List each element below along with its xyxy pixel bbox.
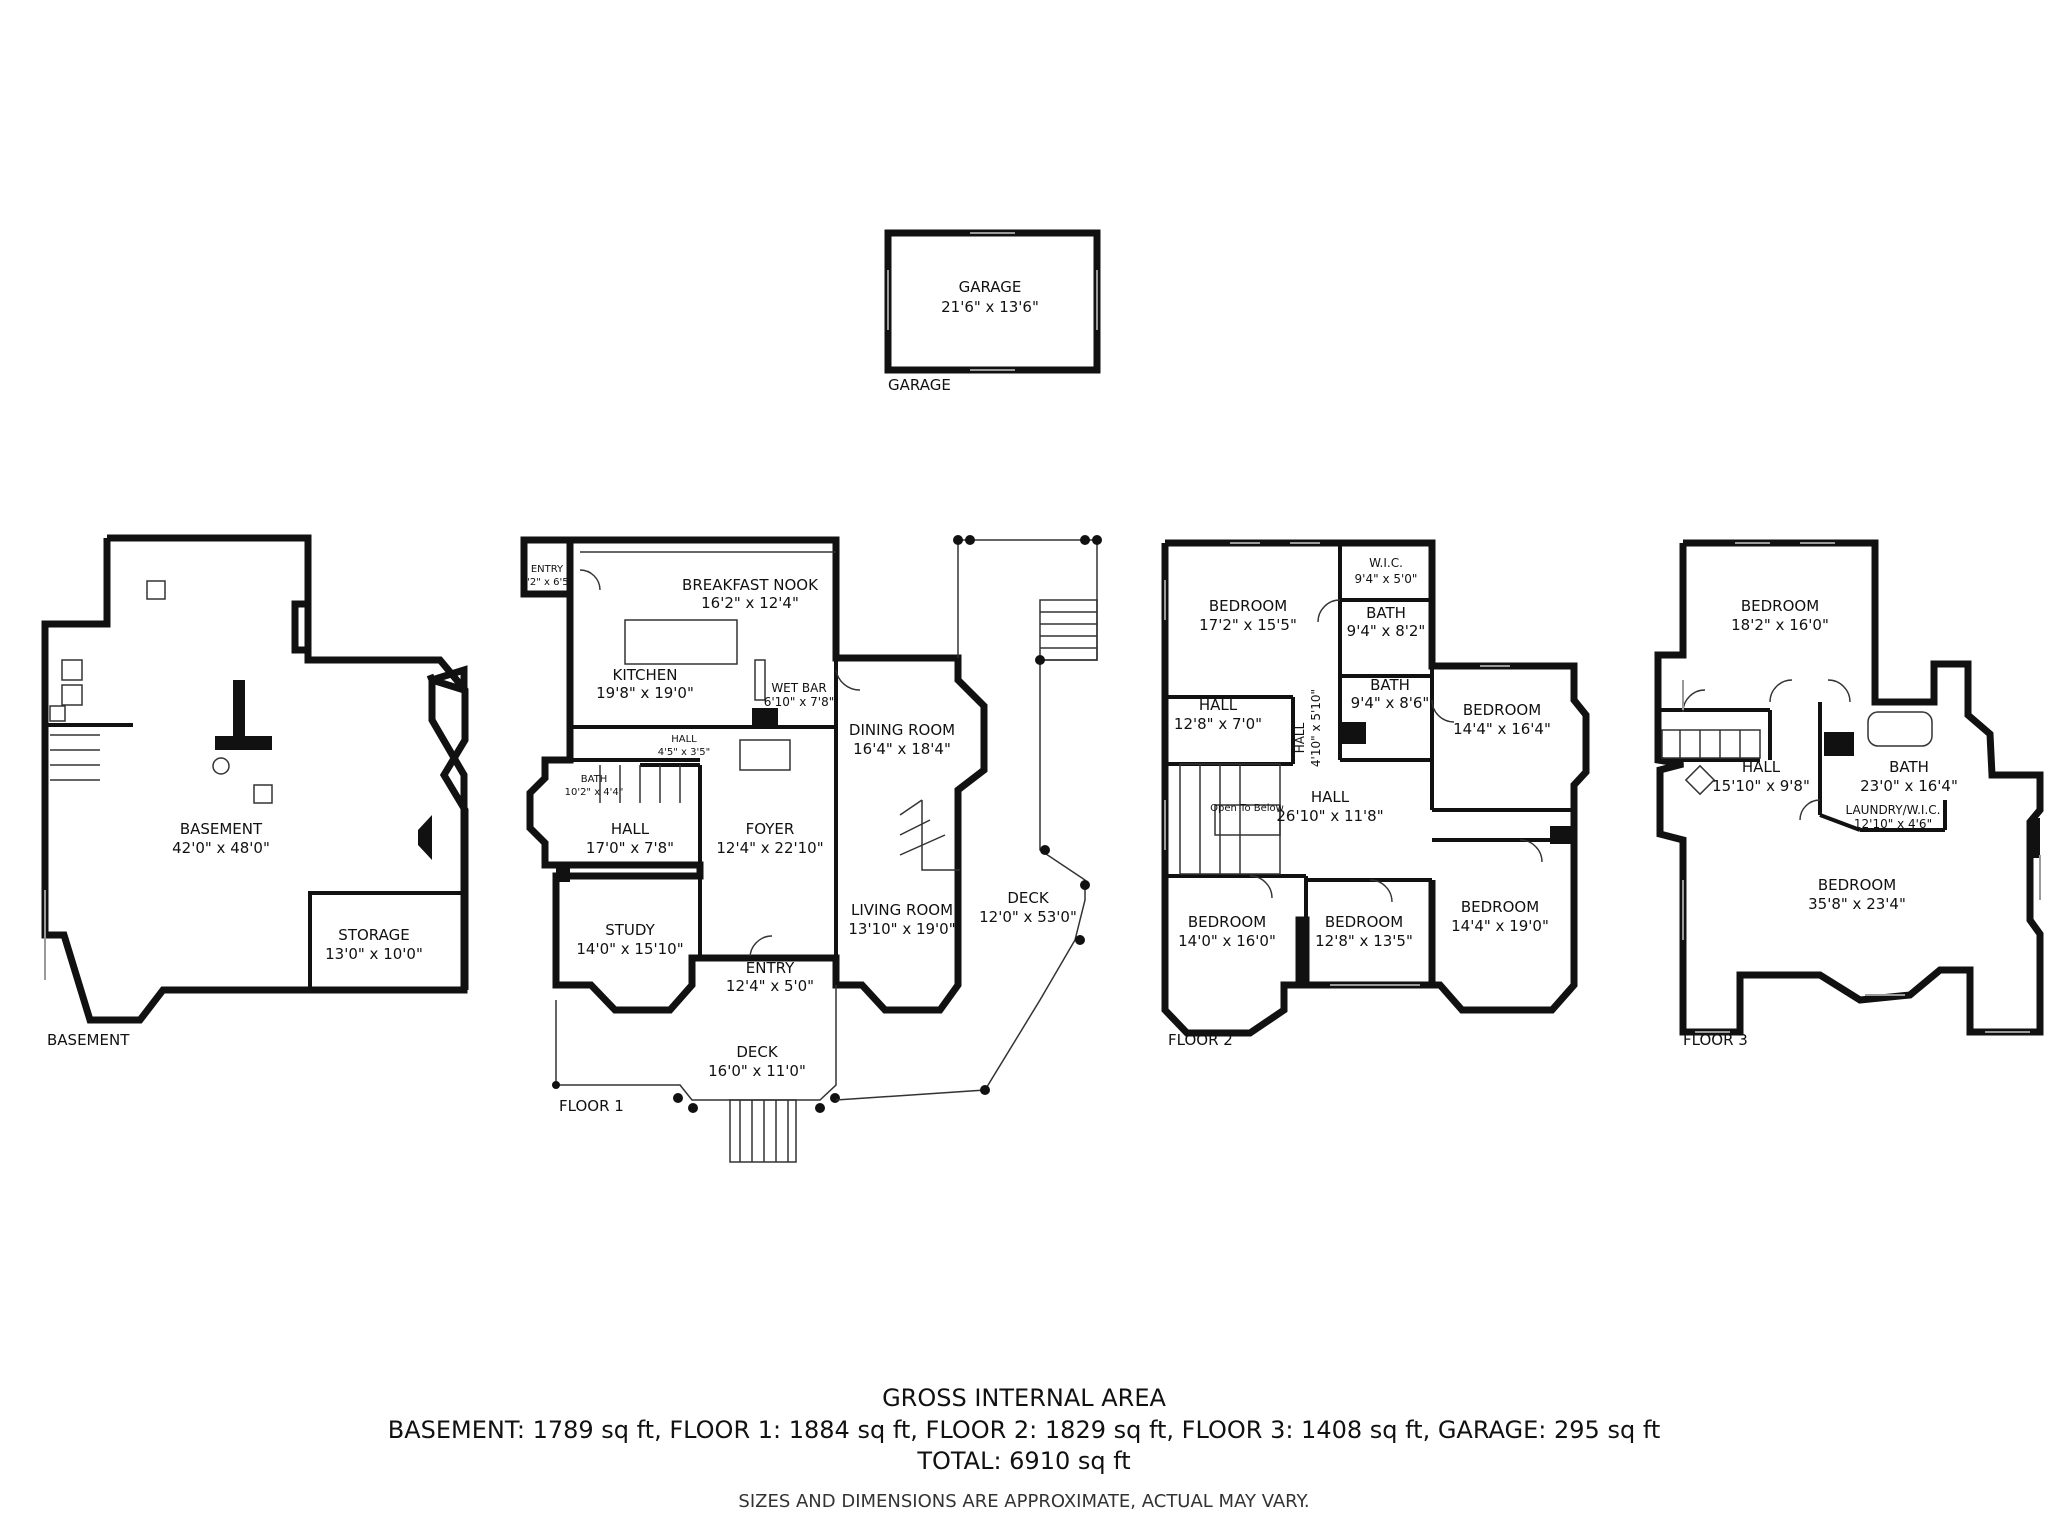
- floor1-plan: ENTRY 5'2" x 6'5" BREAKFAST NOOK 16'2" x…: [520, 535, 1102, 1163]
- garage-plan: GARAGE 21'6" x 13'6" GARAGE: [884, 229, 1101, 394]
- f2-hall-dim: 26'10" x 11'8": [1276, 807, 1383, 825]
- floor2-label: FLOOR 2: [1168, 1031, 1233, 1049]
- f2-bedroom-se-name: BEDROOM: [1461, 898, 1539, 916]
- wet-bar-name: WET BAR: [771, 681, 826, 695]
- f1-hall-small-dim: 4'5" x 3'5": [658, 747, 710, 758]
- f3-bedroom-main-name: BEDROOM: [1818, 876, 1896, 894]
- deck-side-name: DECK: [1007, 889, 1050, 907]
- foyer-name: FOYER: [746, 820, 795, 838]
- basement-plan: BASEMENT 42'0" x 48'0" STORAGE 13'0" x 1…: [41, 534, 469, 1049]
- gross-area-title: GROSS INTERNAL AREA: [882, 1384, 1166, 1412]
- f2-hall-w-name: HALL: [1199, 696, 1238, 714]
- f1-entry-small-dim: 5'2" x 6'5": [521, 577, 573, 588]
- f2-bath-2-name: BATH: [1370, 676, 1410, 694]
- f2-bedroom-e-dim: 14'4" x 16'4": [1453, 720, 1551, 738]
- basement-floor-label: BASEMENT: [47, 1031, 130, 1049]
- study-dim: 14'0" x 15'10": [576, 940, 683, 958]
- f3-hall-dim: 15'10" x 9'8": [1712, 777, 1810, 795]
- dining-room-name: DINING ROOM: [849, 721, 955, 739]
- floor2-plan: BEDROOM 17'2" x 15'5" W.I.C. 9'4" x 5'0"…: [1161, 539, 1590, 1049]
- f1-entry-dim: 12'4" x 5'0": [726, 977, 814, 995]
- f2-hall-name: HALL: [1311, 788, 1350, 806]
- f3-bedroom-n-name: BEDROOM: [1741, 597, 1819, 615]
- gross-area-breakdown: BASEMENT: 1789 sq ft, FLOOR 1: 1884 sq f…: [387, 1416, 1661, 1444]
- floor1-label: FLOOR 1: [559, 1097, 624, 1115]
- f2-bedroom-sw-dim: 14'0" x 16'0": [1178, 932, 1276, 950]
- f2-wic-name: W.I.C.: [1369, 556, 1403, 570]
- living-room-dim: 13'10" x 19'0": [848, 920, 955, 938]
- f2-hall-v-dim: 4'10" x 5'10": [1309, 689, 1323, 767]
- breakfast-nook-dim: 16'2" x 12'4": [701, 594, 799, 612]
- f2-wic-dim: 9'4" x 5'0": [1355, 572, 1418, 586]
- f1-bath-name: BATH: [581, 774, 608, 785]
- f2-hall-v-name: HALL: [1293, 722, 1307, 753]
- f3-bedroom-main-dim: 35'8" x 23'4": [1808, 895, 1906, 913]
- garage-room-name: GARAGE: [959, 278, 1022, 296]
- f1-hall-name: HALL: [611, 820, 650, 838]
- f3-bath-dim: 23'0" x 16'4": [1860, 777, 1958, 795]
- floor3-label: FLOOR 3: [1683, 1031, 1748, 1049]
- f1-entry-name: ENTRY: [746, 959, 795, 977]
- f1-hall-dim: 17'0" x 7'8": [586, 839, 674, 857]
- deck-front-dim: 16'0" x 11'0": [708, 1062, 806, 1080]
- storage-room-name: STORAGE: [338, 926, 409, 944]
- garage-floor-label: GARAGE: [888, 376, 951, 394]
- study-name: STUDY: [605, 921, 655, 939]
- f2-bath-2-dim: 9'4" x 8'6": [1351, 694, 1430, 712]
- f2-bedroom-e-name: BEDROOM: [1463, 701, 1541, 719]
- garage-room-dim: 21'6" x 13'6": [941, 298, 1039, 316]
- f2-bedroom-nw-dim: 17'2" x 15'5": [1199, 616, 1297, 634]
- f3-hall-name: HALL: [1742, 758, 1781, 776]
- wet-bar-dim: 6'10" x 7'8": [764, 695, 835, 709]
- f3-bath-name: BATH: [1889, 758, 1929, 776]
- basement-room-dim: 42'0" x 48'0": [172, 839, 270, 857]
- dining-room-dim: 16'4" x 18'4": [853, 740, 951, 758]
- f2-open-below: Open To Below: [1210, 803, 1284, 814]
- f2-bath-1-dim: 9'4" x 8'2": [1347, 622, 1426, 640]
- f2-hall-w-dim: 12'8" x 7'0": [1174, 715, 1262, 733]
- f2-bedroom-se-dim: 14'4" x 19'0": [1451, 917, 1549, 935]
- f3-bedroom-n-dim: 18'2" x 16'0": [1731, 616, 1829, 634]
- breakfast-nook-name: BREAKFAST NOOK: [682, 576, 819, 594]
- f1-hall-small-name: HALL: [671, 734, 697, 745]
- kitchen-dim: 19'8" x 19'0": [596, 684, 694, 702]
- f2-bedroom-nw-name: BEDROOM: [1209, 597, 1287, 615]
- deck-front-name: DECK: [736, 1043, 779, 1061]
- foyer-dim: 12'4" x 22'10": [716, 839, 823, 857]
- kitchen-name: KITCHEN: [613, 666, 678, 684]
- gross-area-total: TOTAL: 6910 sq ft: [917, 1447, 1131, 1475]
- deck-side-dim: 12'0" x 53'0": [979, 908, 1077, 926]
- f1-bath-dim: 10'2" x 4'4": [565, 787, 624, 798]
- basement-room-name: BASEMENT: [180, 820, 263, 838]
- storage-room-dim: 13'0" x 10'0": [325, 945, 423, 963]
- floor3-plan: BEDROOM 18'2" x 16'0" HALL 15'10" x 9'8"…: [1654, 539, 2044, 1049]
- living-room-name: LIVING ROOM: [851, 901, 953, 919]
- f2-bath-1-name: BATH: [1366, 604, 1406, 622]
- f1-entry-small-name: ENTRY: [531, 564, 564, 575]
- f2-bedroom-sw-name: BEDROOM: [1188, 913, 1266, 931]
- f3-laundry-dim: 12'10" x 4'6": [1854, 817, 1932, 831]
- f2-bedroom-s-dim: 12'8" x 13'5": [1315, 932, 1413, 950]
- f3-laundry-name: LAUNDRY/W.I.C.: [1846, 803, 1941, 817]
- disclaimer: SIZES AND DIMENSIONS ARE APPROXIMATE, AC…: [738, 1491, 1310, 1512]
- f2-bedroom-s-name: BEDROOM: [1325, 913, 1403, 931]
